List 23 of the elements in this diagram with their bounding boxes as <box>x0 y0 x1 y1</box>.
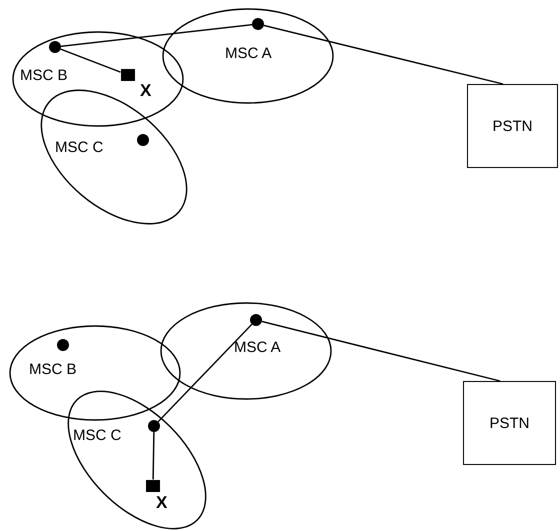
msc-label: MSC B <box>29 362 77 377</box>
coverage-ellipse <box>160 302 332 400</box>
connection-line <box>60 48 121 73</box>
coverage-ellipse <box>12 31 184 127</box>
mobile-label: X <box>156 494 168 511</box>
network-label: PSTN <box>492 118 532 134</box>
coverage-ellipse <box>9 325 181 421</box>
connection-line <box>152 432 155 480</box>
connection-line <box>264 24 504 85</box>
network-label: PSTN <box>489 416 530 430</box>
coverage-ellipse <box>68 391 206 529</box>
msc-label: MSC A <box>225 46 272 61</box>
coverage-ellipse <box>162 8 334 104</box>
msc-label: MSC C <box>73 428 122 443</box>
network-box <box>467 84 558 168</box>
connection-line <box>60 24 252 48</box>
msc-label: MSC C <box>55 140 104 155</box>
msc-label: MSC A <box>234 340 281 355</box>
network-box <box>463 381 556 465</box>
msc-label: MSC B <box>20 68 68 83</box>
connection-line <box>158 324 252 422</box>
connection-line <box>262 320 500 382</box>
mobile-label: X <box>140 82 152 99</box>
